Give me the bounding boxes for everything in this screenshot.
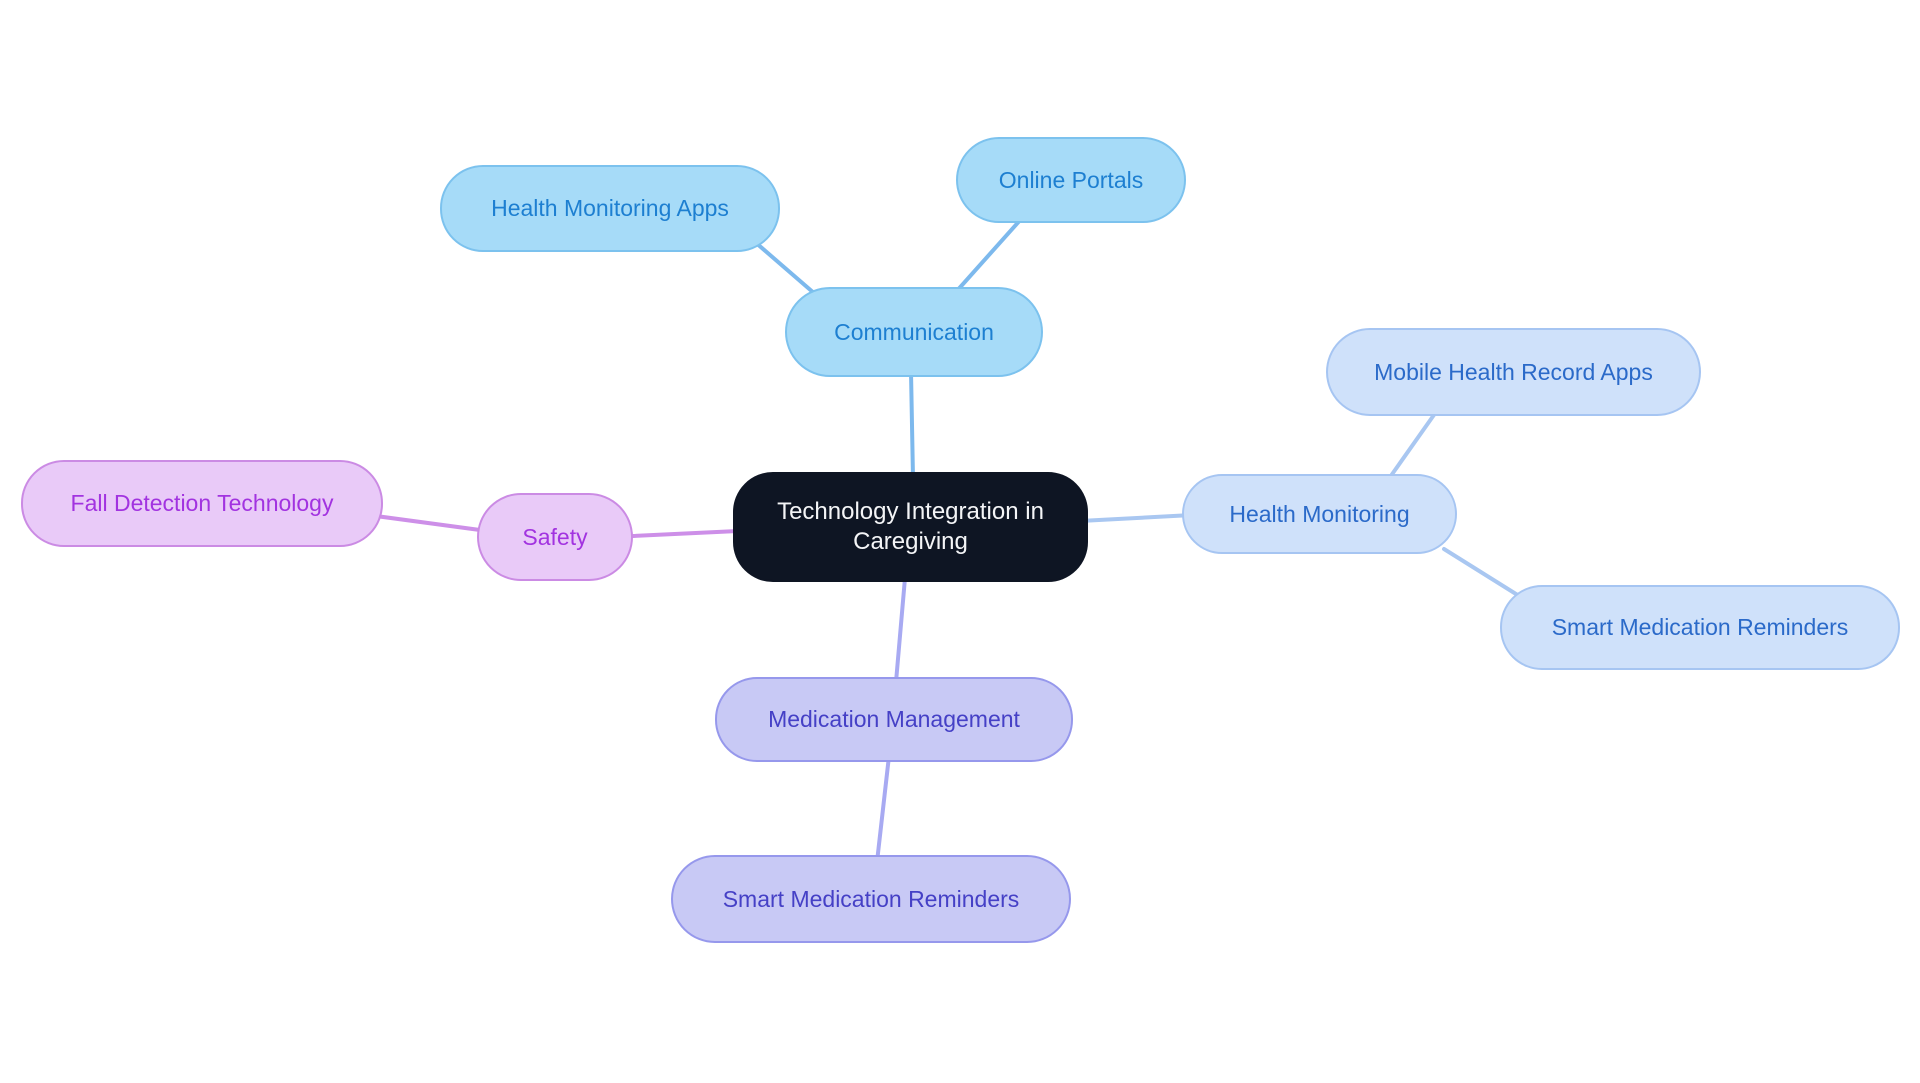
node-medication-management[interactable]: Medication Management xyxy=(715,677,1073,762)
node-label: Technology Integration in Caregiving xyxy=(777,498,1044,555)
edge-health-monitoring-mobile-health-record-apps xyxy=(1386,410,1438,482)
node-label: Smart Medication Reminders xyxy=(722,885,1020,912)
node-label: Communication xyxy=(834,318,994,345)
node-communication[interactable]: Communication xyxy=(785,287,1043,377)
edge-root-medication-management xyxy=(894,576,907,684)
node-smart-medication-reminders-right[interactable]: Smart Medication Reminders xyxy=(1500,585,1900,670)
edge-root-safety xyxy=(631,529,740,538)
edge-root-health-monitoring xyxy=(1078,513,1194,523)
node-fall-detection-technology[interactable]: Fall Detection Technology xyxy=(21,460,383,547)
node-label: Safety xyxy=(522,523,588,550)
node-label: Mobile Health Record Apps xyxy=(1374,358,1653,385)
node-label: Online Portals xyxy=(998,166,1144,193)
edge-medication-management-smart-medication-reminders xyxy=(875,754,891,864)
node-label: Medication Management xyxy=(768,706,1020,733)
node-safety[interactable]: Safety xyxy=(477,493,633,581)
node-health-monitoring[interactable]: Health Monitoring xyxy=(1182,474,1457,554)
node-root[interactable]: Technology Integration in Caregiving xyxy=(733,472,1088,582)
edge-safety-fall-detection-technology xyxy=(374,514,482,532)
node-smart-medication-reminders-bottom[interactable]: Smart Medication Reminders xyxy=(671,855,1071,943)
node-mobile-health-record-apps[interactable]: Mobile Health Record Apps xyxy=(1326,328,1701,416)
node-label: Health Monitoring Apps xyxy=(491,195,729,222)
node-label: Fall Detection Technology xyxy=(70,490,334,517)
node-label: Health Monitoring xyxy=(1229,500,1410,527)
edge-health-monitoring-smart-medication-reminders xyxy=(1442,547,1526,601)
node-health-monitoring-apps[interactable]: Health Monitoring Apps xyxy=(440,165,780,252)
edge-root-communication xyxy=(909,370,915,480)
node-online-portals[interactable]: Online Portals xyxy=(956,137,1186,223)
edge-communication-online-portals xyxy=(953,216,1024,295)
node-label: Smart Medication Reminders xyxy=(1551,614,1849,641)
